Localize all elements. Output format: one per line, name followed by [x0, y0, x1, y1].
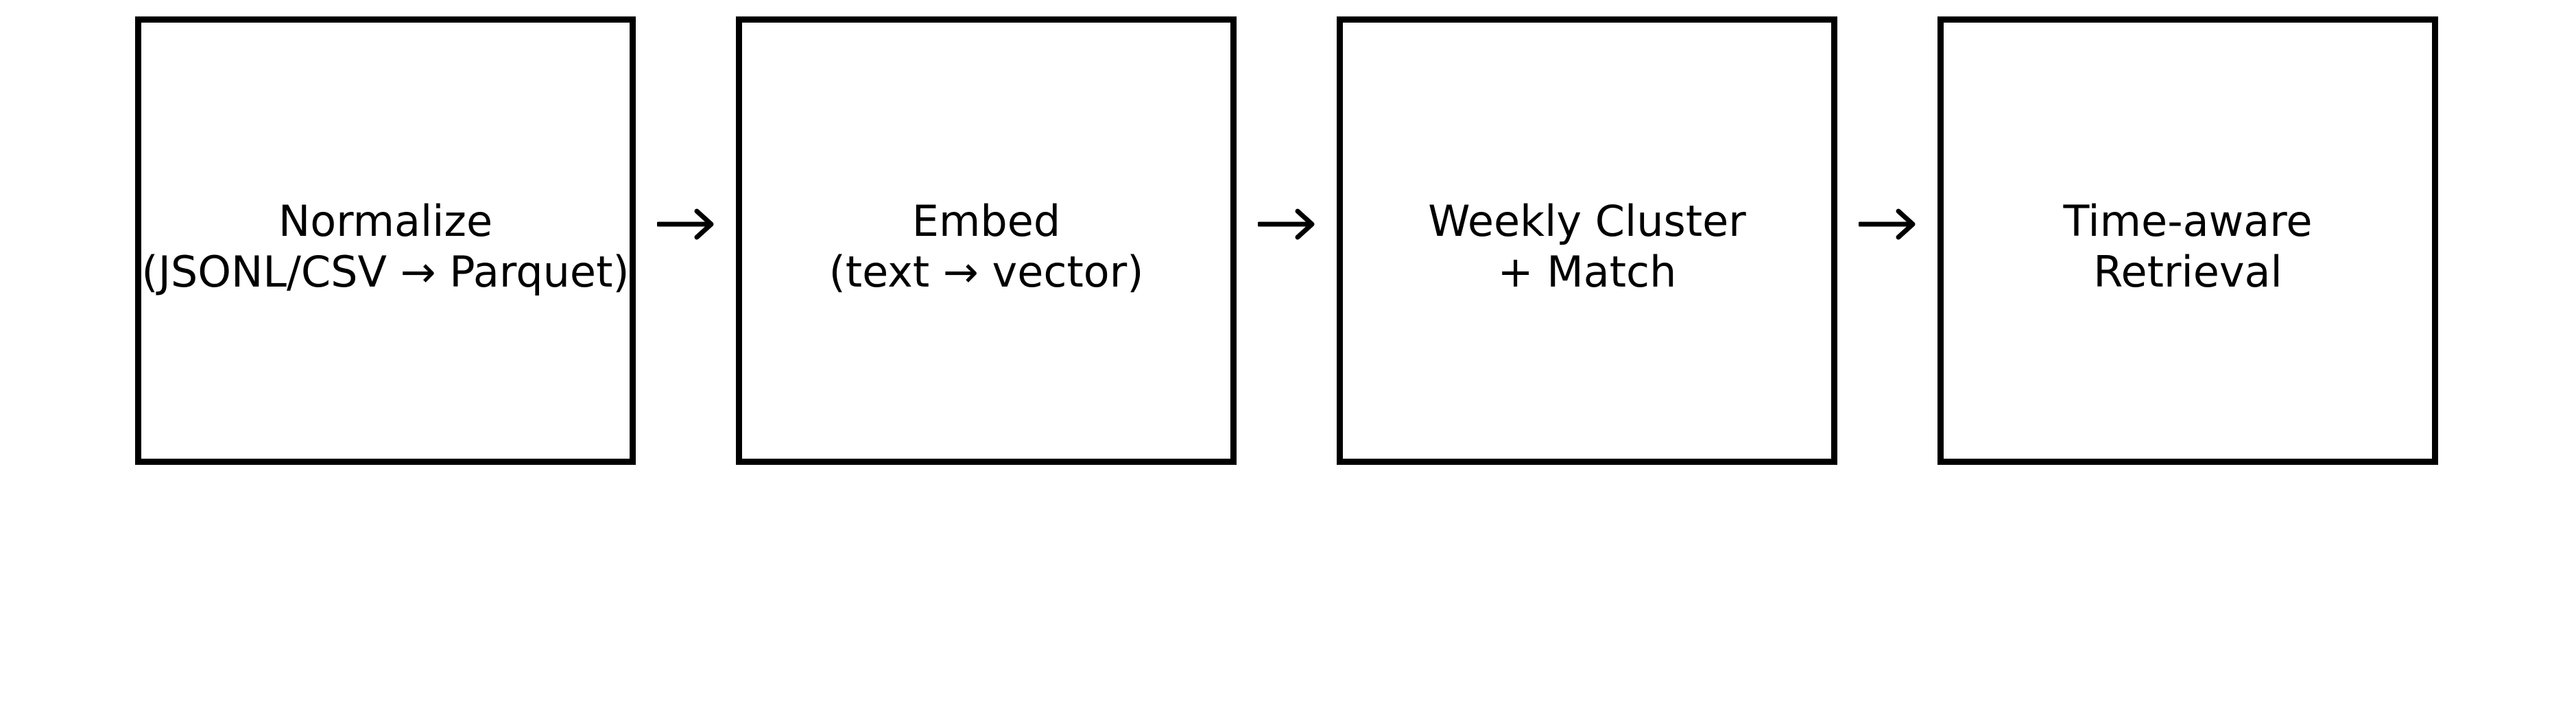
step-title: Embed [911, 196, 1061, 246]
step-label-normalize: Normalize (JSONL/CSV → Parquet) [141, 196, 629, 298]
step-label-embed: Embed (text → vector) [829, 196, 1144, 298]
step-title: Time-aware [2063, 196, 2313, 246]
step-subtitle: (text → vector) [828, 247, 1144, 297]
right-arrow-icon [657, 208, 714, 240]
right-arrow-icon [1859, 208, 1916, 240]
step-box-weekly-cluster: Weekly Cluster + Match [1337, 16, 1837, 465]
step-label-weekly-cluster: Weekly Cluster + Match [1428, 196, 1746, 298]
step-subtitle: + Match [1497, 247, 1677, 297]
step-box-time-aware-retrieval: Time-aware Retrieval [1937, 16, 2438, 465]
step-subtitle: Retrieval [2093, 247, 2282, 297]
right-arrow-icon [1258, 208, 1315, 240]
step-subtitle: (JSONL/CSV → Parquet) [141, 247, 630, 297]
step-box-embed: Embed (text → vector) [736, 16, 1237, 465]
step-title: Normalize [278, 196, 493, 246]
step-label-time-aware-retrieval: Time-aware Retrieval [2063, 196, 2312, 298]
step-title: Weekly Cluster [1428, 196, 1746, 246]
step-box-normalize: Normalize (JSONL/CSV → Parquet) [135, 16, 636, 465]
